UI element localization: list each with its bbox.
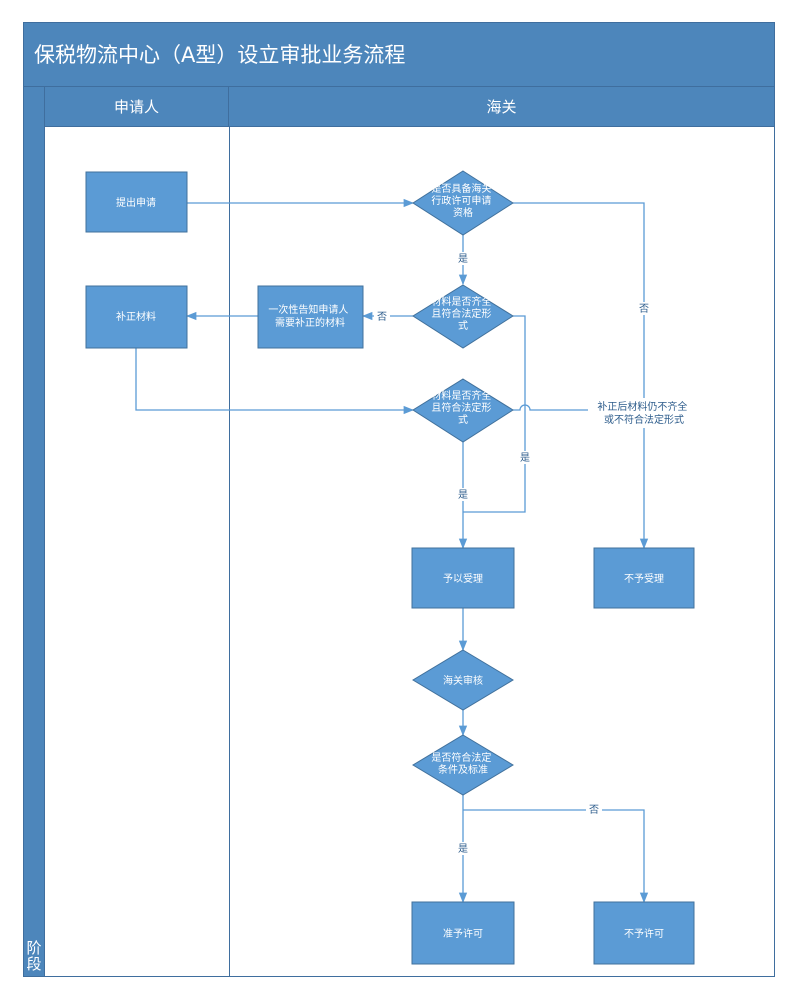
node-supplement-text: 补正材料 (116, 310, 156, 323)
edge-complete1-yes (463, 315, 526, 513)
edge-complete2-no (513, 404, 644, 411)
node-deny-box (593, 901, 695, 965)
node-notify-text: 一次性告知申请人 需要补正的材料 (268, 303, 351, 329)
node-q-standard-shape (412, 734, 514, 796)
node-reject-box (593, 547, 695, 609)
node-q-complete2-shape (412, 378, 514, 443)
node-q-standard-text: 是否符合法定 条件及标准 (431, 751, 494, 776)
edge-qualify-no (513, 202, 649, 550)
node-supplement-box (85, 285, 188, 349)
edge-supplement-to-complete2 (135, 348, 415, 415)
lane-header-applicant: 申请人 (45, 87, 229, 127)
node-submit-box (85, 171, 188, 233)
node-review-text: 海关审核 (443, 674, 483, 687)
edge-label-standard-yes: 是 (458, 843, 468, 855)
node-deny-text: 不予许可 (624, 928, 664, 940)
lane-divider (229, 127, 230, 976)
node-reject-text: 不予受理 (624, 573, 664, 585)
phase-column: 阶段 (24, 87, 45, 976)
edge-label-qualify-yes: 是 (458, 253, 468, 265)
node-accept-box (411, 547, 515, 609)
node-notify-box (257, 285, 364, 349)
edge-label-complete1-no: 否 (377, 311, 387, 323)
edge-label-complete2-yes: 是 (458, 489, 468, 501)
node-q-qualify-text: 是否具备海关 行政许可申请 资格 (431, 182, 494, 219)
node-accept-text: 予以受理 (443, 573, 483, 585)
node-review-shape (412, 649, 514, 711)
phase-label: 阶段 (26, 939, 42, 973)
node-q-qualify-shape (412, 170, 514, 236)
node-q-complete2-text: 材料是否齐全 且符合法定形 式 (431, 389, 494, 426)
node-q-complete1-text: 材料是否齐全 且符合法定形 式 (431, 295, 494, 332)
node-grant-text: 准予许可 (443, 928, 483, 940)
edge-standard-no (463, 809, 649, 904)
title-bar: 保税物流中心（A型）设立审批业务流程 (24, 23, 774, 87)
edge-label-standard-no: 否 (589, 804, 599, 816)
edge-label-complete1-yes: 是 (520, 452, 530, 464)
node-grant-box (411, 901, 515, 965)
edge-label-still-incomplete: 补正后材料仍不齐全 或不符合法定形式 (597, 400, 690, 426)
edge-label-qualify-no: 否 (639, 303, 649, 315)
lane-header-customs: 海关 (229, 87, 774, 127)
diagram-title: 保税物流中心（A型）设立审批业务流程 (34, 43, 406, 67)
node-q-complete1-shape (412, 284, 514, 349)
node-submit-text: 提出申请 (116, 196, 156, 209)
flowchart-frame: 保税物流中心（A型）设立审批业务流程 阶段 申请人 海关 (23, 22, 775, 977)
